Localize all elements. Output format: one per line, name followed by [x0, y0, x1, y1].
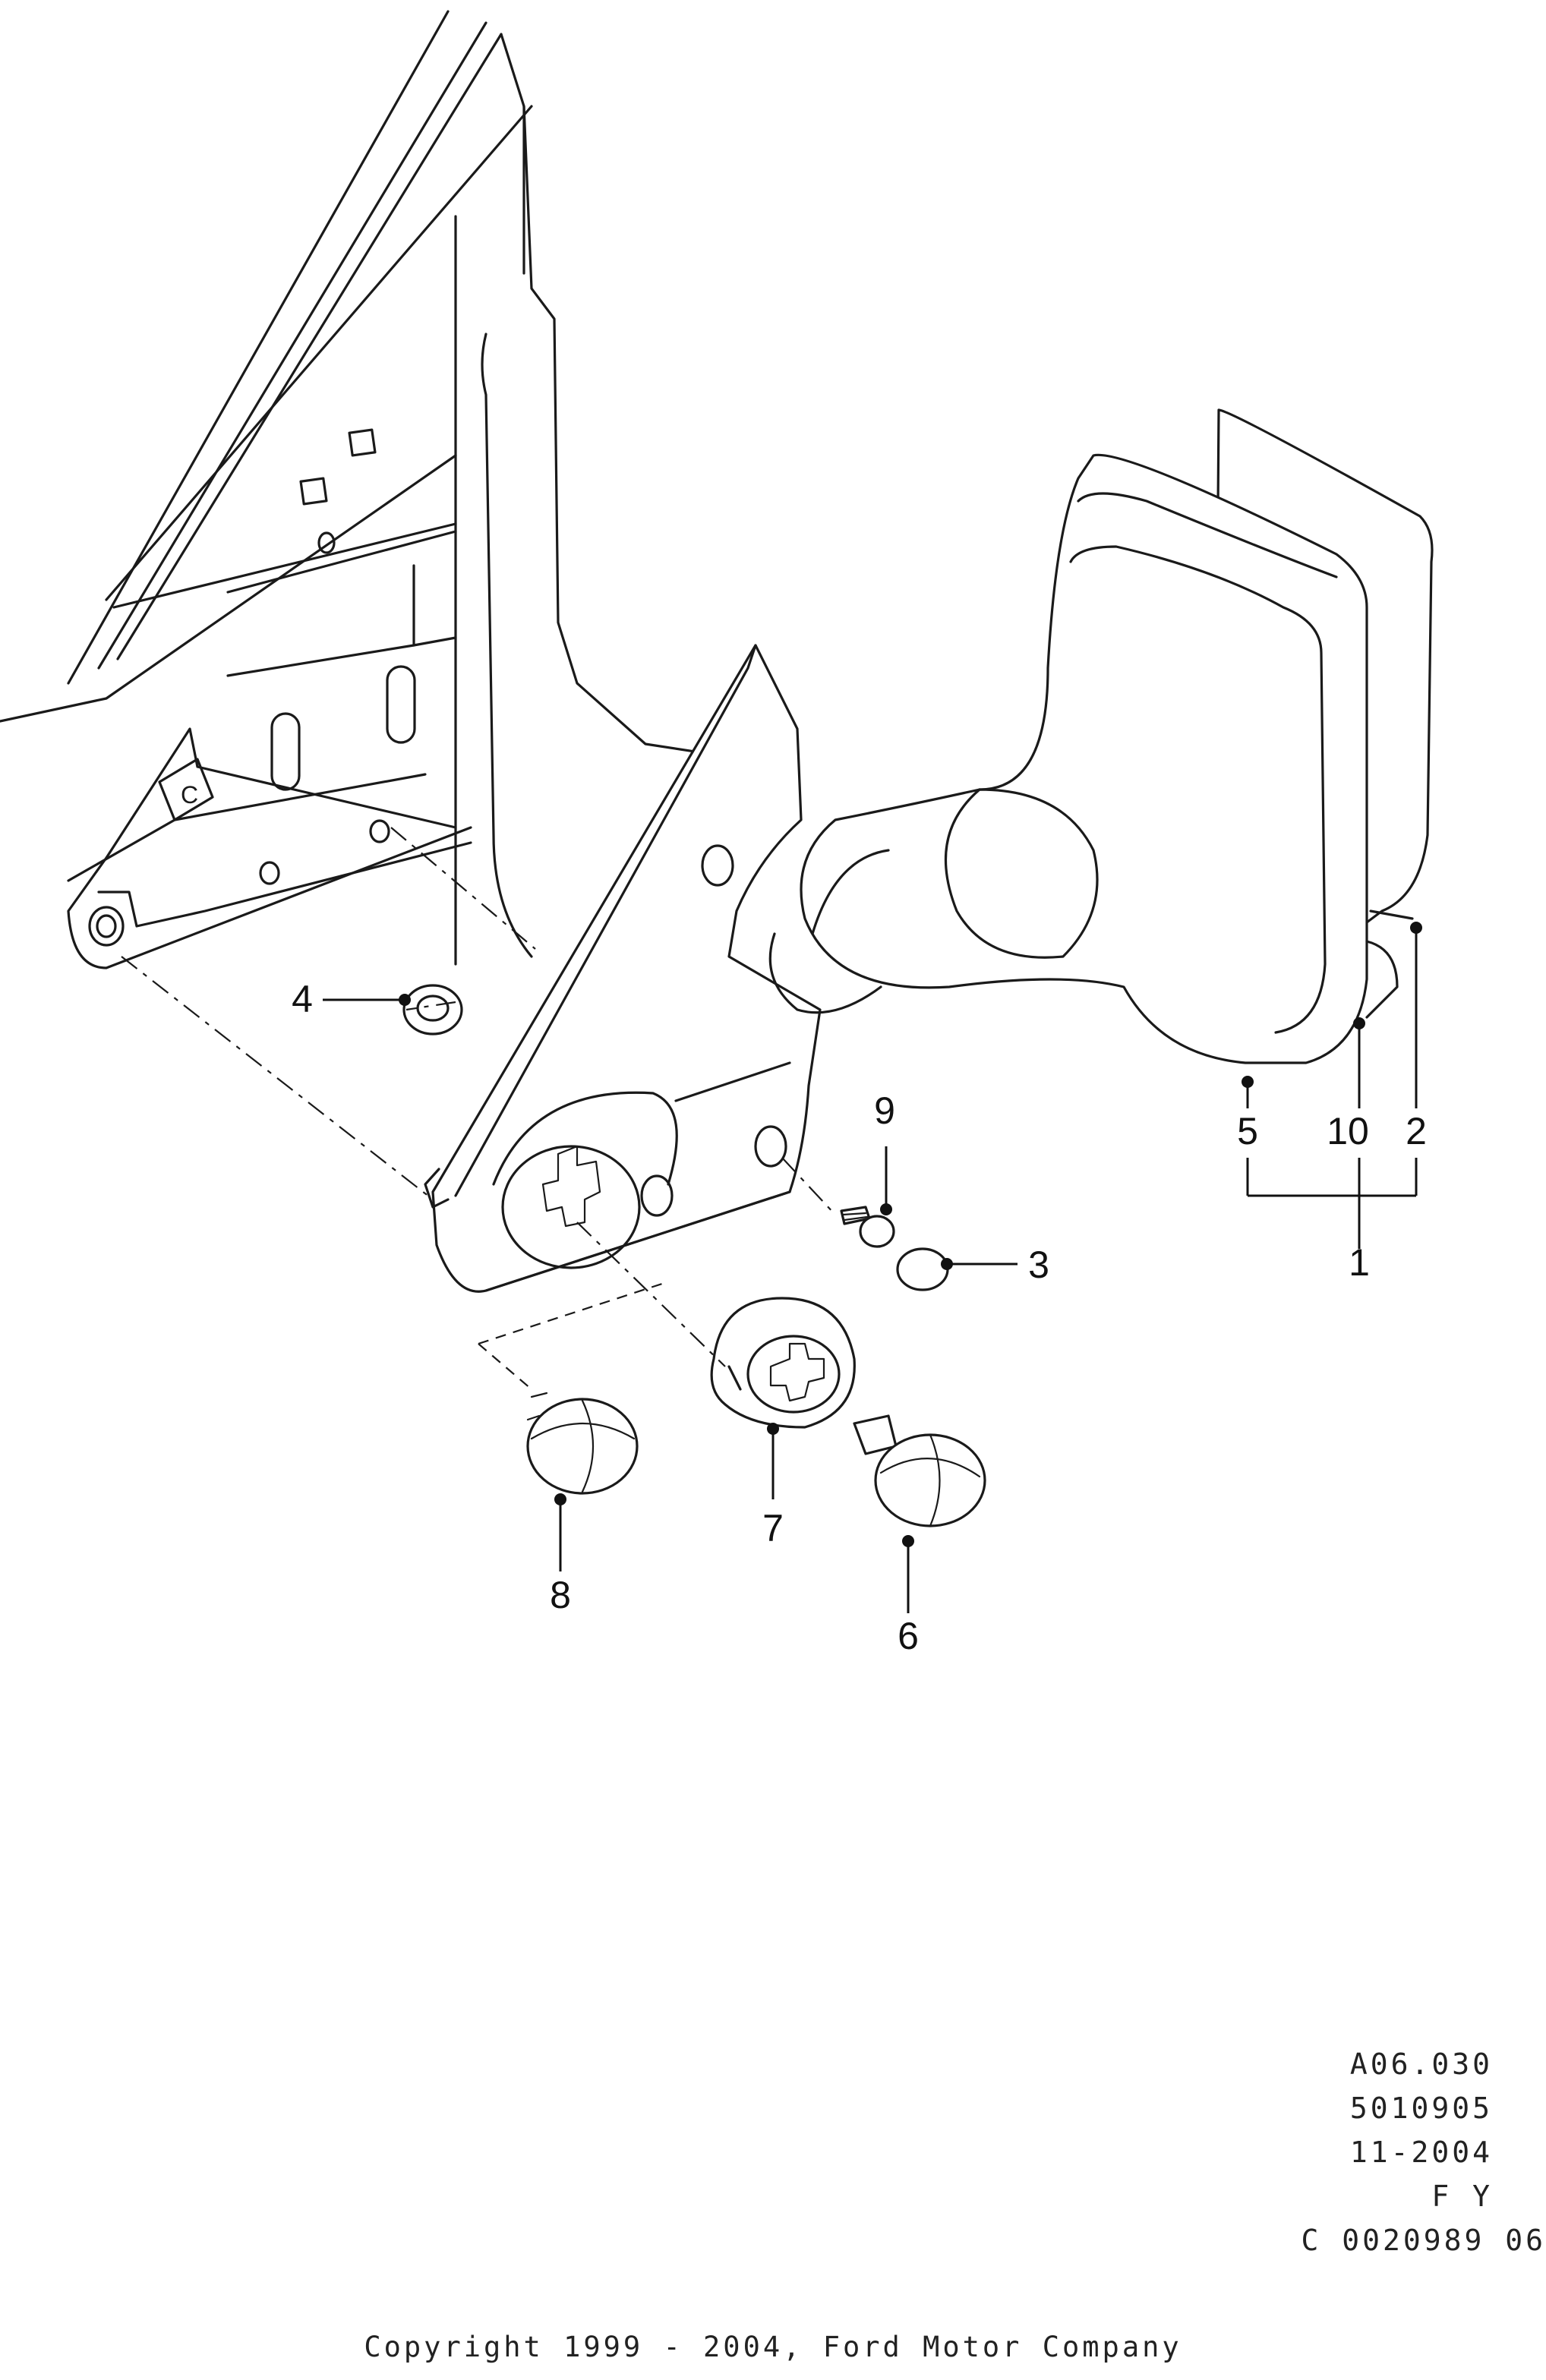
- mirror-assembly: [768, 408, 1434, 1064]
- callout-6: 6: [898, 1615, 919, 1657]
- callout-1: 1: [1349, 1241, 1370, 1284]
- callout-leaders: [323, 922, 1422, 1613]
- bracket-mark: C: [181, 781, 198, 809]
- mirror-base-plate: [424, 644, 822, 1293]
- door-frame-panel: C: [0, 10, 746, 969]
- callout-9: 9: [874, 1089, 895, 1132]
- assembly-lines: [121, 827, 836, 1390]
- screw-part-9: [840, 1206, 895, 1248]
- reference-line-5: C 0020989 06: [1301, 2224, 1546, 2257]
- reference-line-4: F Y: [1431, 2180, 1493, 2213]
- washer-part-4: [402, 984, 463, 1036]
- reference-block: A06.030 5010905 11-2004 F Y C 0020989 06: [1295, 2042, 1543, 2262]
- callout-3: 3: [1028, 1244, 1049, 1286]
- callout-2: 2: [1406, 1110, 1427, 1152]
- reference-line-3: 11-2004: [1349, 2136, 1493, 2169]
- reference-line-1: A06.030: [1349, 2047, 1493, 2081]
- lamp-lens-part-6: [853, 1414, 986, 1527]
- reference-line-2: 5010905: [1349, 2092, 1493, 2125]
- cap-part-3: [896, 1247, 949, 1291]
- lamp-lens-part-8: [526, 1392, 639, 1495]
- callout-7: 7: [762, 1507, 784, 1549]
- copyright-notice: Copyright 1999 - 2004, Ford Motor Compan…: [364, 2331, 1182, 2363]
- callout-4: 4: [292, 978, 313, 1020]
- callout-8: 8: [550, 1574, 571, 1616]
- callout-5: 5: [1237, 1110, 1258, 1152]
- connector-housing-part-7: [710, 1297, 856, 1429]
- callout-10: 10: [1327, 1110, 1369, 1152]
